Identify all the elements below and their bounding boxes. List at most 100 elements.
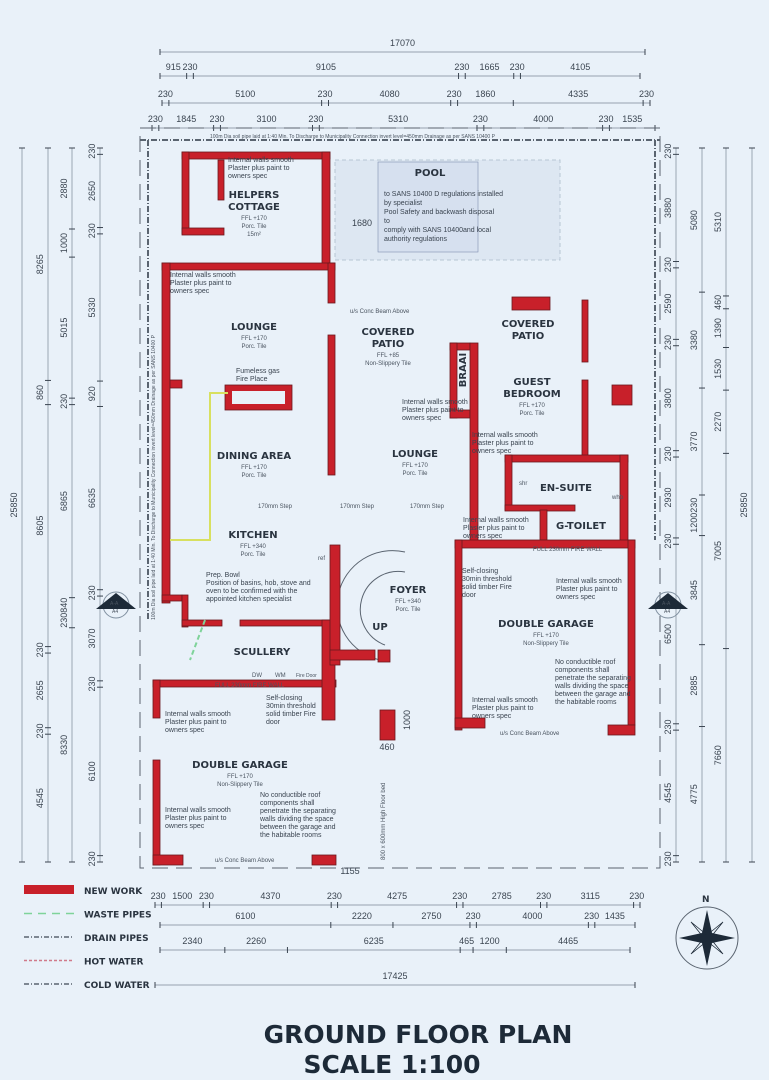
dishwasher-label: DW [252,673,262,679]
room-name-line2: PATIO [372,339,404,350]
dimension-label: 230 [308,114,323,124]
dimension-label: 230 [87,851,97,866]
section-label: A-A [662,601,671,607]
wall [311,854,337,866]
internal-walls-note: Internal walls smooth [472,697,538,704]
dimension-label: 8330 [59,735,69,755]
dimension-label: 230 [639,89,654,99]
legend-label: NEW WORK [84,887,143,897]
wall [152,679,161,719]
internal-walls-note: Internal walls smooth [170,272,236,279]
room-name: FOYER [390,585,427,596]
internal-walls-note: Plaster plus paint to [165,719,227,726]
fire-door-tag: Fire Door [296,673,317,679]
non-conductible-note: the habitable rooms [555,699,617,706]
shower-label: shr [519,481,527,487]
wall [511,296,551,311]
fire-door-note: door [266,719,281,726]
dimension-label: 2930 [663,487,673,507]
dimension-label: 230 [598,114,613,124]
dimension-label: 230 [199,891,214,901]
internal-walls-note: Plaster plus paint to [463,525,525,532]
north-label: N [702,895,710,905]
room-name-line2: COTTAGE [228,202,280,213]
wall [161,262,171,604]
dimension-label: 1845 [176,114,196,124]
internal-walls-note: Plaster plus paint to [556,586,618,593]
wall [611,384,633,406]
non-conductible-note: penetrate the separating [555,675,631,682]
dimension-label: 460 [713,295,723,310]
pool-regulations-note: to SANS 10400 D regulations installed [384,191,503,198]
dimension-label: 25850 [9,492,19,517]
kitchen-note: Prep. Bowl [206,572,240,579]
wall [329,544,341,666]
dimension-label: 230 [182,62,197,72]
step-label: 170mm Step [258,504,293,510]
wall [169,379,183,389]
washing-machine-label: WM [275,673,286,679]
dimension-label: 230 [663,534,673,549]
room-name: POOL [415,168,446,179]
pool-regulations-note: authority regulations [384,236,448,243]
non-conductible-note: components shall [260,800,315,807]
wall [539,509,548,541]
dimension-label: 920 [87,386,97,401]
dimension-label: 230 [35,723,45,738]
fire-door-note: door [462,592,477,599]
floor-bed-label: 800 x 600mm High Floor bed [381,783,387,860]
beam-above-label: u/s Conc Beam Above [350,309,410,315]
internal-walls-note: owners spec [463,533,503,540]
non-conductible-note: No conductible roof [555,659,615,666]
room-name: DINING AREA [217,451,291,462]
dimension-label: 230 [158,89,173,99]
dimension-label: 2880 [59,178,69,198]
room-ffl: FFL +340 [240,544,266,550]
internal-walls-note: Plaster plus paint to [165,815,227,822]
dimension-label: 230 [148,114,163,124]
legend-label: HOT WATER [84,958,144,968]
dimension-label: 2785 [492,891,512,901]
pool-regulations-note: by specialist [384,200,422,207]
section-sheet: A4 [112,609,118,615]
internal-walls-note: owners spec [402,415,442,422]
wall [181,594,189,628]
pool-gap-dimension: 1680 [352,218,372,228]
non-conductible-note: components shall [555,667,610,674]
dimension-label: 8265 [35,254,45,274]
dimension-label: 3380 [689,330,699,350]
dimension-label: 230 [663,257,673,272]
wall [329,649,376,661]
non-conductible-note: penetrate the separating [260,808,336,815]
dimension-label: 230 [87,677,97,692]
room-name: COVERED [502,319,555,330]
wall [181,151,190,235]
wall [239,619,333,627]
room-name-line2: BEDROOM [503,389,560,400]
dimension-label: 230 [663,851,673,866]
dimension-label: 2340 [182,936,202,946]
dimension-label: 230 [454,62,469,72]
dimension-label: 1665 [479,62,499,72]
dimension-label: 230 [663,144,673,159]
dimension-label: 4465 [558,936,578,946]
dimension-label: 25850 [739,492,749,517]
wall [504,454,513,511]
fire-door-note: 30min threshold [266,703,316,710]
room-name: LOUNGE [392,449,438,460]
dimension-label: 4370 [260,891,280,901]
wall [327,334,336,476]
internal-walls-note: Plaster plus paint to [228,165,290,172]
dimension-label: 4275 [387,891,407,901]
fire-door-note: solid timber Fire [462,584,512,591]
non-conductible-note: between the garage and [555,691,631,698]
wall [379,709,396,741]
dimension-label: 3845 [689,580,699,600]
wall [321,151,331,265]
pool-regulations-note: comply with SANS 10400and local [384,227,491,234]
dimension-label: 1500 [172,891,192,901]
room-finish: Porc. Tile [519,411,545,417]
dimension-label: 5015 [59,318,69,338]
room-ffl: FFL +170 [519,403,545,409]
